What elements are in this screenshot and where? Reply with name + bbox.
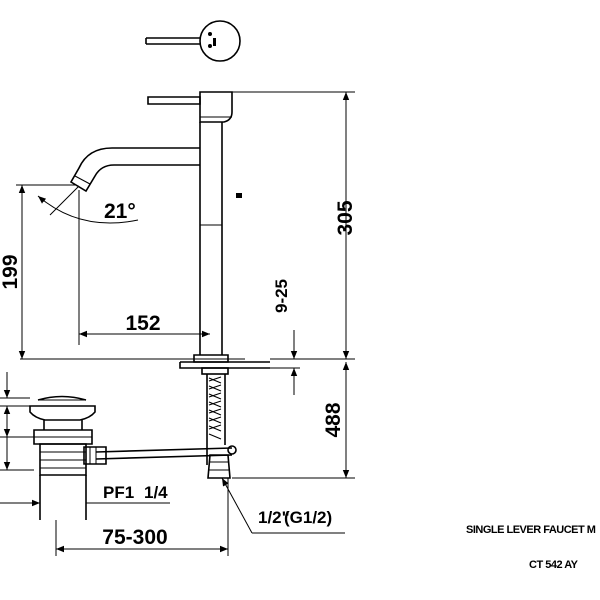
top-view-cold-mark [208, 44, 212, 48]
inlet-thread-paren: (G1/2) [284, 508, 332, 527]
lock-nut [201, 367, 229, 375]
handle-cap [199, 91, 233, 123]
waste-nut [33, 429, 93, 445]
top-view-hot-mark [208, 32, 212, 36]
spout [69, 147, 200, 193]
popup-waste [29, 395, 233, 520]
waste-thread-frac: 1/4 [144, 483, 168, 502]
side-button [236, 193, 242, 198]
deck-bottom [179, 362, 270, 369]
top-view [145, 20, 241, 62]
pull-rod-joint [227, 445, 237, 455]
dim-deck-thickness: 9-25 [272, 279, 291, 313]
faucet-body [20, 91, 270, 479]
dim-total-height: 305 [334, 200, 357, 235]
dimensions: 305 488 9-25 199 152 21° PF1 1 [0, 91, 357, 556]
hose-hatching [208, 376, 222, 440]
dim-spout-reach: 152 [125, 312, 160, 335]
product-name: SINGLE LEVER FAUCET M [466, 524, 596, 536]
waste-thread-main: PF1 [103, 483, 134, 502]
model-number: CT 542 AY [529, 559, 579, 571]
top-view-body-circle [199, 20, 241, 62]
dim-spout-angle: 21° [104, 200, 136, 223]
dim-spout-height: 199 [0, 254, 22, 289]
title-block: SINGLE LEVER FAUCET M CT 542 AY [466, 524, 596, 571]
pull-rod-lower [95, 454, 233, 460]
waste-cap [29, 405, 96, 421]
dim-under-deck: 488 [322, 402, 345, 437]
dim-arc-21 [37, 195, 139, 224]
inlet-thread-main: 1/2" [258, 508, 290, 527]
dim-waste-rod: 75-300 [102, 526, 167, 549]
waste-plug-top [37, 395, 87, 401]
hose-connector [207, 454, 231, 479]
pivot-connector [83, 446, 107, 465]
lever-handle [147, 96, 201, 105]
top-view-indicator [213, 38, 216, 46]
pull-rod-upper [95, 447, 233, 453]
